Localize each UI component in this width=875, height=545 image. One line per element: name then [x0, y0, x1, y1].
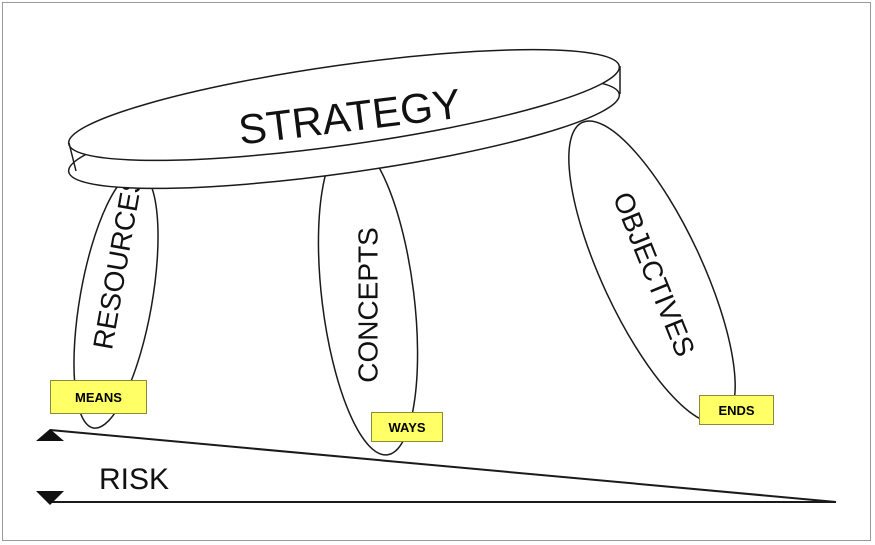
tag-ends: ENDS	[699, 395, 774, 425]
arrow-down-icon	[36, 491, 64, 505]
tag-means: MEANS	[50, 380, 147, 414]
risk-label: RISK	[99, 463, 169, 496]
leg-concepts: CONCEPTS	[317, 140, 419, 456]
leg-objectives: OBJECTIVES	[568, 120, 736, 424]
tag-ways: WAYS	[371, 412, 443, 442]
stool-seat: STRATEGY	[67, 48, 621, 190]
leg-concepts-label: CONCEPTS	[352, 227, 383, 383]
risk-wedge: RISK	[36, 429, 837, 505]
arrow-up-icon	[36, 429, 64, 441]
